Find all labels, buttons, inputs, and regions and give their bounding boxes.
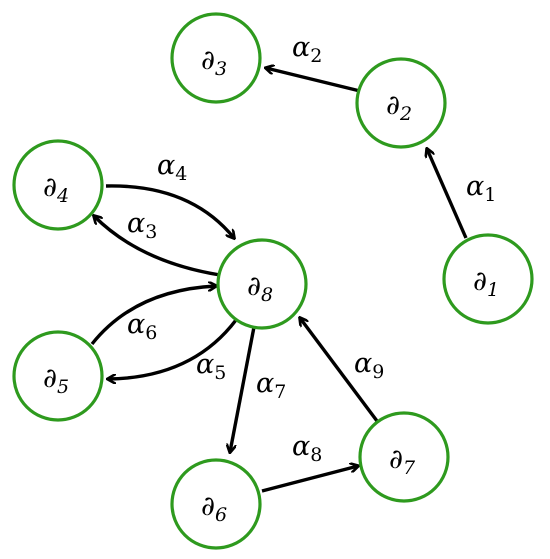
edge-a3	[94, 216, 221, 277]
svg-text:∂7: ∂7	[389, 444, 416, 479]
edge-a7-label: α7	[256, 368, 286, 403]
edge-labels-layer: α1 α2 α3 α4 α5 α6 α7 α8 α9	[127, 32, 496, 466]
edge-a3-label: α3	[127, 208, 157, 243]
node-8: ∂8	[216, 238, 308, 330]
node-5: ∂5	[12, 330, 104, 422]
edge-a8	[261, 466, 358, 493]
edge-a2-label: α2	[292, 32, 322, 67]
nodes-layer: ∂1 ∂2 ∂3 ∂4 ∂5 ∂6 ∂7 ∂8	[12, 12, 534, 550]
edge-a8-label: α8	[292, 431, 322, 466]
svg-text:∂3: ∂3	[201, 45, 227, 80]
edge-a9-label: α9	[354, 348, 384, 383]
node-5-symbol: ∂	[43, 363, 57, 394]
node-6: ∂6	[170, 458, 262, 550]
svg-text:∂1: ∂1	[473, 266, 499, 301]
edge-a6-label: α6	[127, 309, 157, 344]
node-4-symbol: ∂	[43, 172, 57, 203]
node-3-symbol: ∂	[201, 45, 215, 76]
edge-a5-label: α5	[196, 349, 226, 384]
node-7-subscript: 7	[403, 457, 416, 479]
node-3-subscript: 3	[215, 58, 227, 80]
edge-a2	[266, 68, 361, 93]
node-1: ∂1	[442, 233, 534, 325]
edge-a1	[427, 149, 468, 239]
edge-a6	[90, 286, 216, 346]
node-5-subscript: 5	[57, 376, 69, 398]
edge-a4	[105, 184, 234, 238]
node-7-symbol: ∂	[389, 444, 403, 475]
edge-a9	[300, 318, 379, 423]
node-8-symbol: ∂	[247, 271, 261, 302]
svg-text:∂4: ∂4	[43, 172, 69, 207]
node-4-subscript: 4	[56, 185, 69, 207]
svg-text:∂5: ∂5	[43, 363, 69, 398]
svg-text:∂6: ∂6	[201, 491, 227, 526]
node-2-subscript: 2	[399, 103, 412, 125]
edge-a4-label: α4	[157, 150, 187, 185]
node-6-subscript: 6	[215, 504, 227, 526]
svg-text:∂2: ∂2	[386, 90, 412, 125]
node-2-symbol: ∂	[386, 90, 400, 121]
node-7: ∂7	[358, 411, 450, 503]
node-4: ∂4	[12, 139, 104, 231]
edge-a1-label: α1	[466, 171, 496, 206]
node-2: ∂2	[355, 57, 447, 149]
svg-text:∂8: ∂8	[247, 271, 273, 306]
node-1-symbol: ∂	[473, 266, 487, 297]
node-8-subscript: 8	[261, 284, 273, 306]
edge-a5	[108, 318, 238, 379]
node-3: ∂3	[170, 12, 262, 104]
edges-layer	[90, 68, 468, 493]
node-1-subscript: 1	[487, 279, 499, 301]
edge-a7	[230, 326, 256, 452]
node-6-symbol: ∂	[201, 491, 215, 522]
